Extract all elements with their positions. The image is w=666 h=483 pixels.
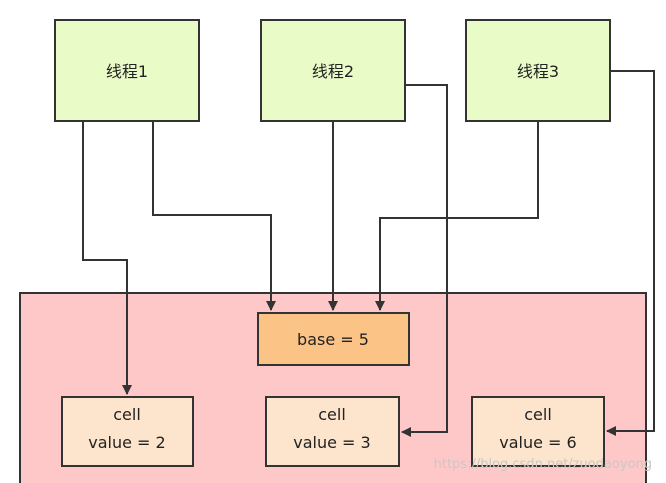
thread-label-3: 线程3 — [517, 62, 559, 81]
cell-title-1: cell — [113, 405, 141, 424]
edge-thread3-to-cell3 — [606, 70, 655, 436]
thread-label-1: 线程1 — [106, 62, 148, 81]
thread-label-2: 线程2 — [312, 62, 354, 81]
edge-thread1-to-base — [152, 121, 276, 311]
base-label: base = 5 — [297, 330, 369, 349]
thread-node-3: 线程3 — [465, 19, 611, 122]
cell-value-3: value = 6 — [499, 433, 576, 452]
cell-value-2: value = 3 — [293, 433, 370, 452]
cell-title-2: cell — [318, 405, 346, 424]
cell-value-1: value = 2 — [88, 433, 165, 452]
edge-thread2-to-cell2 — [401, 84, 448, 437]
watermark-text: https://blog.csdn.net/zuodaoyong — [434, 457, 652, 472]
cell-node-1: cell value = 2 — [61, 396, 194, 467]
cell-node-3: cell value = 6 — [471, 396, 605, 467]
edge-thread3-to-base — [375, 121, 539, 311]
base-node: base = 5 — [257, 312, 410, 366]
thread-node-2: 线程2 — [260, 19, 406, 122]
cell-node-2: cell value = 3 — [265, 396, 400, 467]
cell-title-3: cell — [524, 405, 552, 424]
thread-node-1: 线程1 — [54, 19, 200, 122]
edge-thread1-to-cell1 — [82, 121, 132, 395]
